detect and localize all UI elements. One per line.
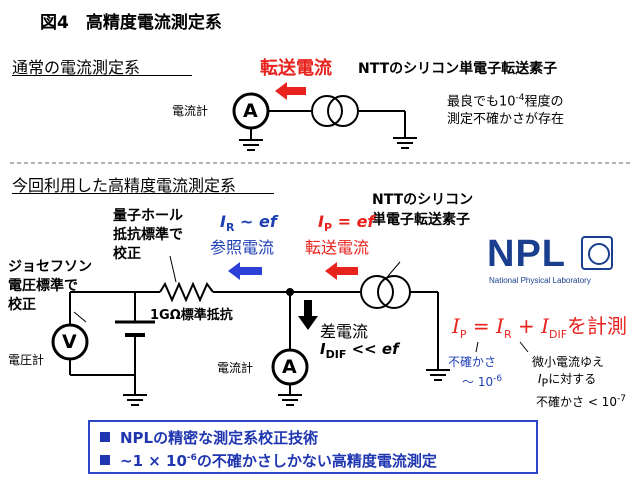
meas-eq-d: I	[541, 314, 549, 338]
callout-unc-r	[475, 341, 479, 353]
hall-calibration-label: 量子ホール 抵抗標準で 校正	[113, 207, 183, 264]
reference-uncertainty-note: 不確かさ ～ 10-6	[448, 354, 502, 391]
hall-line2: 抵抗標準で	[113, 227, 183, 243]
transfer-current-label-2: 転送電流	[305, 238, 370, 257]
summary-item-1-text: NPLの精密な測定系校正技術	[120, 429, 319, 447]
difference-current-equation: IDIF << ef	[320, 340, 399, 361]
npl-logo-subtext: National Physical Laboratory	[489, 276, 591, 285]
unc-r-exp: -6	[493, 374, 503, 384]
bullet-square-icon	[100, 455, 110, 465]
note1-exp: -4	[515, 93, 525, 103]
summary-item-1: NPLの精密な測定系校正技術	[100, 427, 318, 448]
voltmeter-label: 電圧計	[8, 353, 45, 367]
reference-current-label: 参照電流	[210, 238, 275, 257]
device-label-1: NTTのシリコン単電子転送素子	[358, 61, 558, 77]
section2-heading: 今回利用した高精度電流測定系	[12, 176, 237, 195]
unc-d-line2-sub: P	[541, 376, 549, 390]
device-coil-left-2	[360, 275, 394, 309]
unc-r-line2: ～ 10	[462, 375, 494, 389]
device-label-2-line2: 単電子転送素子	[372, 212, 470, 228]
reference-arrow	[228, 262, 262, 280]
difference-arrow	[298, 300, 318, 330]
unc-d-line1: 微小電流ゆえ	[532, 355, 605, 369]
ground-symbol-2	[393, 137, 417, 149]
uncertainty-note-1: 最良でも10-4程度の 測定不確かさが存在	[447, 89, 564, 129]
meas-eq-plus: +	[511, 314, 542, 338]
transfer-arrow-2	[325, 262, 358, 280]
meas-eq-equals: =	[466, 314, 497, 338]
ground-symbol-1	[239, 139, 263, 151]
callout-device	[387, 261, 401, 277]
meas-eq-d-sub: DIF	[548, 328, 568, 341]
device-label-2: NTTのシリコン 単電子転送素子	[372, 190, 473, 230]
ref-eq-sub: R	[225, 221, 235, 235]
meas-eq-tail: を計測	[567, 314, 628, 338]
resistor-zigzag	[159, 281, 214, 303]
resistor-label: 1GΩ標準抵抗	[150, 308, 233, 323]
summary-item-2: ~1 × 10-6の不確かさしかない高精度電流測定	[100, 450, 437, 471]
tr-eq-sub: P	[323, 221, 333, 235]
callout-hall	[169, 255, 177, 283]
unc-d-line2-i: I	[538, 372, 542, 386]
hall-line3: 校正	[113, 246, 141, 262]
note1-line1: 最良でも10	[447, 94, 516, 110]
tr-eq-rest: = ef	[332, 212, 375, 231]
section1-heading: 通常の電流測定系	[12, 58, 141, 77]
difference-uncertainty-note: 微小電流ゆえ IPに対する 不確かさ < 10-7	[532, 354, 626, 411]
summary-item-2-exp: -6	[186, 453, 197, 463]
unc-d-exp: -7	[616, 394, 626, 405]
section1-heading-underline	[12, 75, 192, 76]
device-coil-left-1	[311, 95, 343, 127]
summary-item-2-text: ~1 × 10	[120, 452, 187, 470]
jos-line1: ジョセフソン	[8, 259, 92, 275]
diff-eq-rest: << ef	[346, 340, 399, 358]
ground-symbol-5	[426, 369, 450, 381]
ref-eq-main: I	[220, 212, 226, 231]
npl-crest-icon	[581, 236, 613, 270]
difference-current-label: 差電流	[320, 322, 369, 341]
summary-item-2-end: の不確かさしかない高精度電流測定	[196, 452, 437, 470]
ground-symbol-3	[123, 394, 147, 406]
figure-title: 図4 高精度電流測定系	[40, 13, 222, 33]
transfer-current-equation: IP = ef	[318, 212, 374, 234]
callout-jos	[73, 311, 87, 323]
reference-current-equation: IR ~ ef	[220, 212, 277, 234]
ammeter-symbol-1: A	[243, 100, 258, 122]
ammeter-label-1: 電流計	[172, 104, 209, 118]
bullet-square-icon	[100, 432, 110, 442]
voltmeter-symbol: V	[62, 331, 77, 353]
ref-eq-rest: ~ ef	[234, 212, 277, 231]
callout-unc-d	[519, 341, 529, 353]
josephson-calibration-label: ジョセフソン 電圧標準で 校正	[8, 258, 92, 315]
section2-heading-underline	[12, 193, 274, 194]
diff-eq-sub: DIF	[325, 348, 347, 361]
meas-eq-r: I	[496, 314, 504, 338]
meas-eq-p-sub: P	[459, 328, 467, 341]
diff-eq-main: I	[320, 340, 326, 358]
device-label-2-line1: NTTのシリコン	[372, 192, 474, 208]
npl-logo-text: NPL	[487, 233, 566, 275]
ammeter-label-2: 電流計	[217, 361, 254, 375]
jos-line2: 電圧標準で	[8, 278, 78, 294]
normal-measurement-circuit	[232, 92, 417, 151]
transfer-current-label-1: 転送電流	[260, 58, 332, 79]
unc-d-line3: 不確かさ < 10	[536, 395, 617, 410]
note1-line2: 測定不確かさが存在	[447, 112, 565, 128]
unc-d-line2-rest: に対する	[548, 372, 597, 386]
ammeter-symbol-2: A	[282, 356, 297, 378]
unc-r-line1: 不確かさ	[448, 355, 497, 369]
hall-line1: 量子ホール	[113, 208, 183, 224]
tr-eq-main: I	[318, 212, 324, 231]
high-precision-circuit	[51, 255, 529, 406]
npl-logo: NPL National Physical Laboratory	[487, 234, 619, 292]
note1-line1-end: 程度の	[524, 94, 564, 110]
meas-eq-r-sub: R	[503, 328, 512, 341]
measurement-equation: IP = IR + IDIFを計測	[452, 310, 627, 341]
transfer-arrow-1	[275, 82, 306, 100]
meas-eq-p: I	[452, 314, 460, 338]
jos-line3: 校正	[8, 297, 36, 313]
summary-box: NPLの精密な測定系校正技術 ~1 × 10-6の不確かさしかない高精度電流測定	[88, 420, 538, 474]
ground-symbol-4	[278, 394, 302, 406]
